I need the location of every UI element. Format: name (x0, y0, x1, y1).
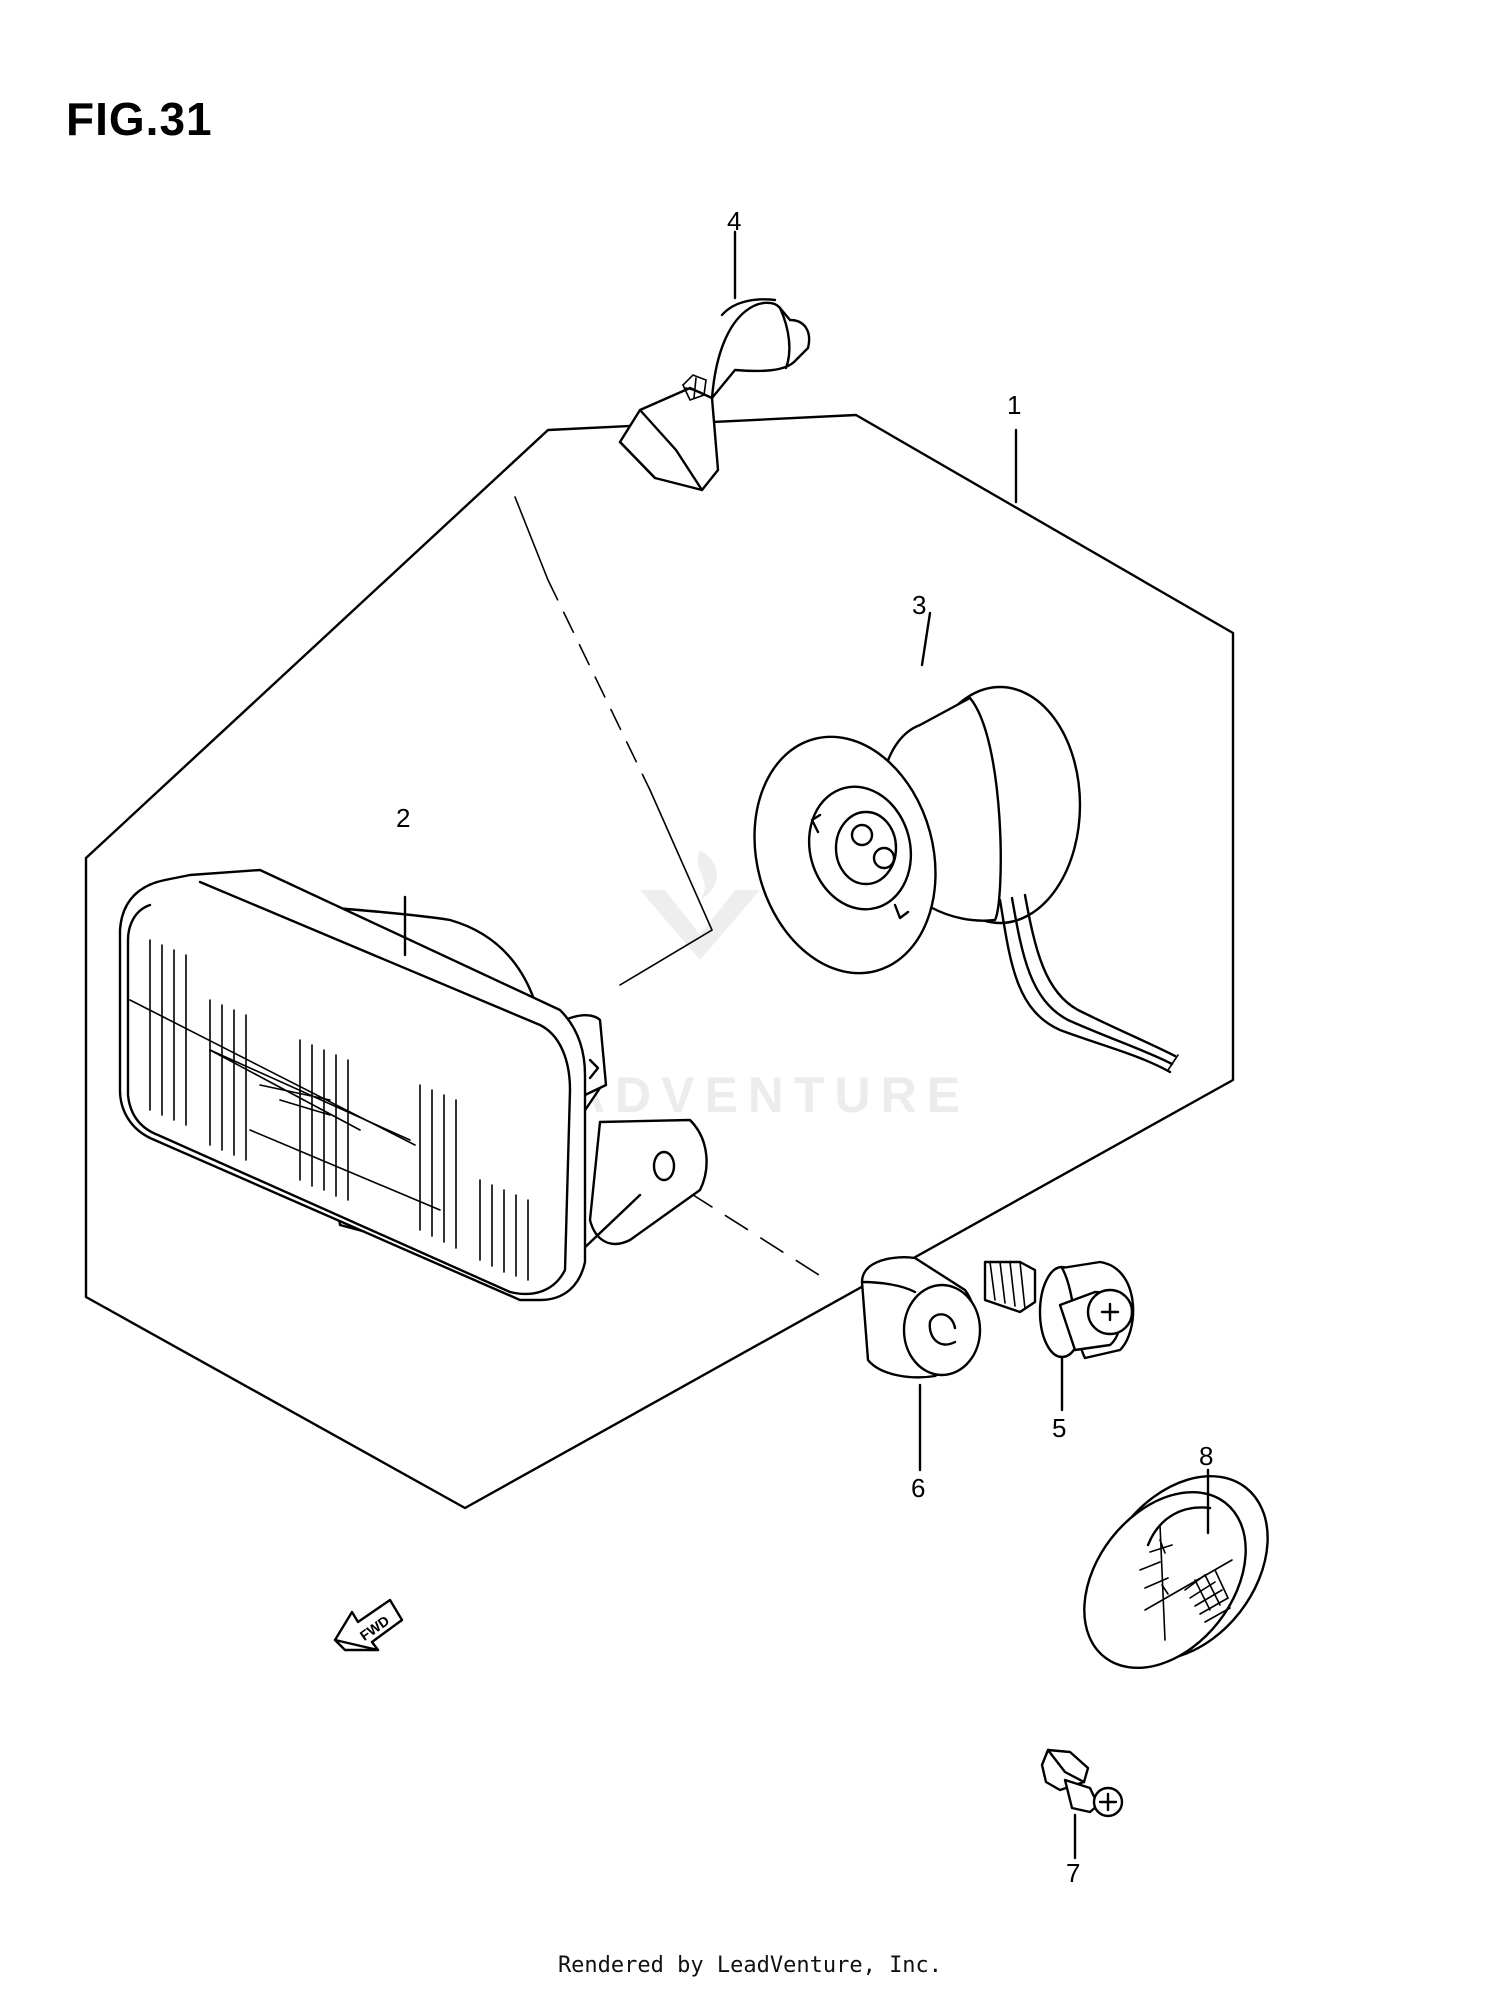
callout-1: 1 (1007, 390, 1021, 420)
bolt-part-5 (983, 1260, 1135, 1412)
assembly-outline (84, 413, 1235, 1510)
callout-7: 7 (1066, 1858, 1080, 1888)
grommet-part-6 (860, 1256, 982, 1472)
callout-2: 2 (396, 803, 410, 833)
socket-part-3 (753, 611, 1179, 1074)
bulb-part-4 (618, 230, 811, 492)
headlight-part-2 (118, 868, 708, 1302)
footer-credit: Rendered by LeadVenture, Inc. (557, 1953, 943, 1978)
screw-part-7 (1040, 1748, 1124, 1860)
callout-3: 3 (912, 590, 926, 620)
callout-5: 5 (1052, 1413, 1066, 1443)
cap-part-8 (1083, 1468, 1269, 1670)
callout-4: 4 (727, 206, 741, 236)
callout-6: 6 (911, 1473, 925, 1503)
fwd-direction-arrow: FWD (333, 1598, 404, 1652)
figure-title: FIG.31 (66, 93, 213, 145)
assembly-guide-lines (514, 496, 831, 1283)
callout-8: 8 (1199, 1441, 1213, 1471)
